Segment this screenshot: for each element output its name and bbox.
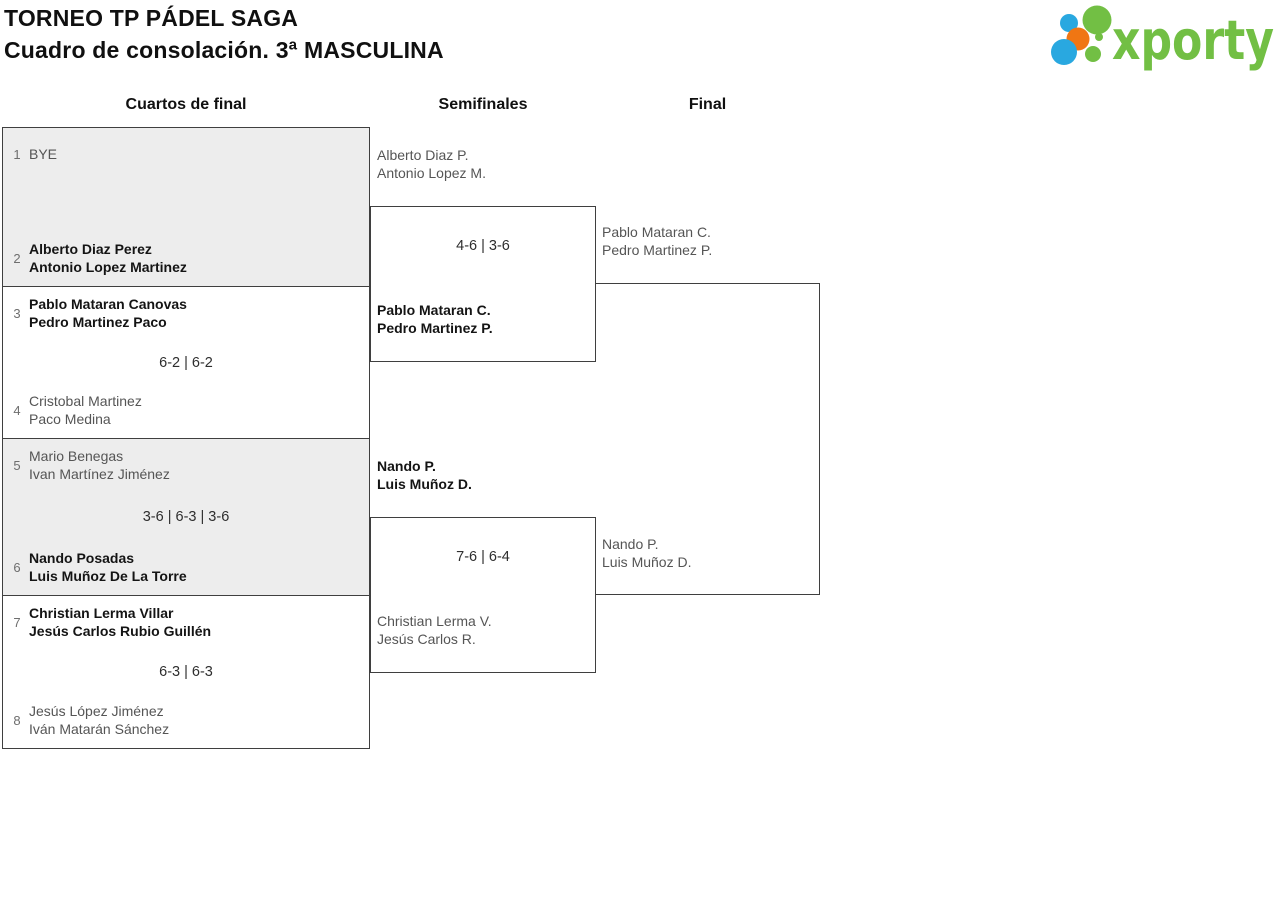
seed-number: 2 xyxy=(13,250,21,266)
team-names: Nando Posadas Luis Muñoz De La Torre xyxy=(29,550,187,584)
sf2-team-top: Nando P. Luis Muñoz D. xyxy=(377,458,472,492)
page-title: TORNEO TP PÁDEL SAGA Cuadro de consolaci… xyxy=(4,2,444,66)
round-header-final: Final xyxy=(688,96,727,113)
final-team-top: Pablo Mataran C. Pedro Martinez P. xyxy=(602,224,713,258)
sf1-score: 4-6 | 3-6 xyxy=(456,238,510,254)
qf-match-4: 7 Christian Lerma Villar Jesús Carlos Ru… xyxy=(2,595,370,749)
qf4-bottom-slot: 8 Jesús López Jiménez Iván Matarán Sánch… xyxy=(7,702,363,738)
logo-dots-icon xyxy=(1051,5,1112,65)
match-score: 6-3 | 6-3 xyxy=(159,664,213,680)
xporty-logo[interactable]: xporty xyxy=(1045,0,1277,80)
logo-wordmark: xporty xyxy=(1112,9,1274,72)
draw-subtitle: Cuadro de consolación. 3ª MASCULINA xyxy=(4,37,444,63)
match-score: 3-6 | 6-3 | 3-6 xyxy=(142,509,230,525)
seed-number: 8 xyxy=(13,712,21,728)
team-names: Mario Benegas Ivan Martínez Jiménez xyxy=(29,448,170,482)
sf2-team-bottom: Christian Lerma V. Jesús Carlos R. xyxy=(377,613,492,647)
qf1-top-slot: 1 BYE xyxy=(7,136,363,172)
tournament-name: TORNEO TP PÁDEL SAGA xyxy=(4,5,299,31)
round-header-quarterfinals: Cuartos de final xyxy=(125,96,247,113)
team-names: Cristobal Martinez Paco Medina xyxy=(29,393,142,427)
seed-number: 1 xyxy=(13,146,21,162)
sf1-team-bottom: Pablo Mataran C. Pedro Martinez P. xyxy=(377,302,493,336)
sf-match-2-box xyxy=(370,517,596,673)
seed-number: 4 xyxy=(13,402,21,418)
team-names: Alberto Diaz Perez Antonio Lopez Martine… xyxy=(29,241,187,275)
qf3-bottom-slot: 6 Nando Posadas Luis Muñoz De La Torre xyxy=(7,549,363,585)
seed-number: 3 xyxy=(13,305,21,321)
sf-match-1-box xyxy=(370,206,596,362)
seed-number: 5 xyxy=(13,457,21,473)
qf-match-3: 5 Mario Benegas Ivan Martínez Jiménez 3-… xyxy=(2,438,370,596)
qf2-bottom-slot: 4 Cristobal Martinez Paco Medina xyxy=(7,392,363,428)
seed-number: 7 xyxy=(13,614,21,630)
seed-number: 6 xyxy=(13,559,21,575)
final-match-box xyxy=(595,283,820,595)
round-header-semifinals: Semifinales xyxy=(438,96,528,113)
team-names: Christian Lerma Villar Jesús Carlos Rubi… xyxy=(29,605,212,639)
qf2-top-slot: 3 Pablo Mataran Canovas Pedro Martinez P… xyxy=(7,295,363,331)
qf3-top-slot: 5 Mario Benegas Ivan Martínez Jiménez xyxy=(7,447,363,483)
sf1-team-top: Alberto Diaz P. Antonio Lopez M. xyxy=(377,147,486,181)
team-names: BYE xyxy=(29,146,58,162)
team-names: Pablo Mataran Canovas Pedro Martinez Pac… xyxy=(29,296,187,330)
qf-match-2: 3 Pablo Mataran Canovas Pedro Martinez P… xyxy=(2,286,370,439)
qf1-bottom-slot: 2 Alberto Diaz Perez Antonio Lopez Marti… xyxy=(7,240,363,276)
team-names: Jesús López Jiménez Iván Matarán Sánchez xyxy=(29,703,170,737)
final-team-bottom: Nando P. Luis Muñoz D. xyxy=(602,536,692,570)
qf4-top-slot: 7 Christian Lerma Villar Jesús Carlos Ru… xyxy=(7,604,363,640)
match-score: 6-2 | 6-2 xyxy=(159,354,213,371)
sf2-score: 7-6 | 6-4 xyxy=(456,549,510,565)
qf-match-1: 1 BYE 2 Alberto Diaz Perez Antonio Lopez… xyxy=(2,127,370,287)
